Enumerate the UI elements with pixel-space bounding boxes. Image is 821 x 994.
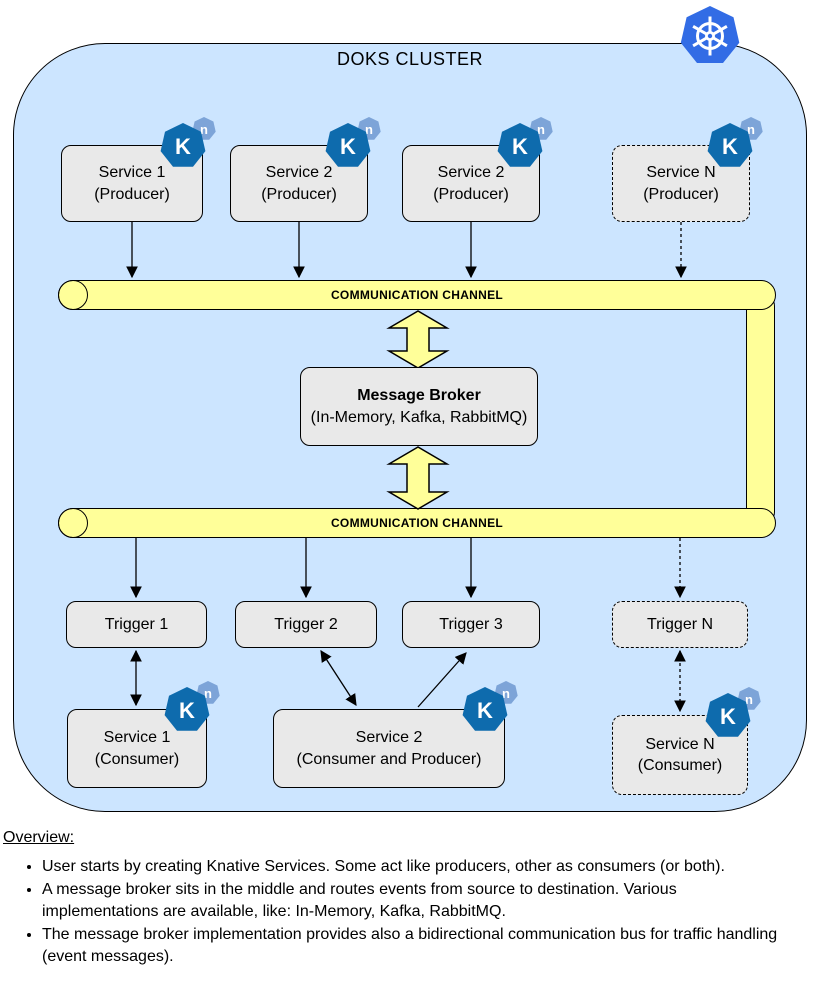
broker-name: Message Broker (357, 387, 481, 405)
bus-vertical-bar (746, 294, 775, 524)
message-broker-box: Message Broker (In-Memory, Kafka, Rabbit… (300, 367, 538, 446)
producer-3-role: (Producer) (433, 185, 509, 203)
trigger-3-label: Trigger 3 (439, 615, 503, 633)
consumer-1-name: Service 1 (103, 729, 171, 747)
producer-n-role: (Producer) (643, 185, 719, 203)
trigger-box-3: Trigger 3 (402, 601, 540, 648)
knative-badge-icon (325, 117, 381, 167)
cluster-title: DOKS CLUSTER (336, 49, 484, 69)
overview-bullet-3: The message broker implementation provid… (42, 924, 794, 968)
producer-box-2: Service 2 (Producer) (230, 145, 368, 222)
trigger-box-n: Trigger N (612, 601, 748, 648)
kubernetes-logo-icon (680, 6, 740, 63)
producer-1-name: Service 1 (98, 164, 166, 182)
consumer-2-name: Service 2 (355, 729, 423, 747)
overview-bullet-1: User starts by creating Knative Services… (42, 856, 794, 878)
knative-badge-icon (707, 117, 763, 167)
overview-bullet-2: A message broker sits in the middle and … (42, 879, 794, 923)
trigger-box-1: Trigger 1 (66, 601, 207, 648)
consumer-2-role: (Consumer and Producer) (296, 750, 482, 768)
trigger-box-2: Trigger 2 (235, 601, 377, 648)
producer-box-n: Service N (Producer) (612, 145, 750, 222)
channel-top-label: COMMUNICATION CHANNEL (330, 288, 504, 302)
knative-badge-icon (164, 681, 220, 731)
consumer-box-2: Service 2 (Consumer and Producer) (273, 709, 505, 788)
consumer-1-role: (Consumer) (94, 750, 180, 768)
knative-badge-icon (705, 687, 761, 737)
channel-bottom-cylinder-cap-icon (58, 508, 88, 538)
producer-2-name: Service 2 (265, 164, 333, 182)
producer-box-3: Service 2 (Producer) (402, 145, 540, 222)
knative-badge-icon (462, 681, 518, 731)
broker-implementations: (In-Memory, Kafka, RabbitMQ) (310, 408, 528, 426)
knative-badge-icon (497, 117, 553, 167)
trigger-2-label: Trigger 2 (274, 615, 338, 633)
channel-bottom-label: COMMUNICATION CHANNEL (330, 516, 504, 530)
consumer-n-role: (Consumer) (637, 757, 723, 774)
communication-channel-top (58, 280, 776, 310)
consumer-n-name: Service N (645, 735, 715, 753)
channel-top-cylinder-cap-icon (58, 280, 88, 310)
knative-badge-icon (160, 117, 216, 167)
overview-heading: Overview: (3, 829, 75, 846)
trigger-1-label: Trigger 1 (104, 615, 169, 633)
producer-3-name: Service 2 (437, 164, 505, 182)
overview-list: User starts by creating Knative Services… (0, 856, 800, 969)
producer-1-role: (Producer) (94, 185, 170, 203)
producer-2-role: (Producer) (261, 185, 337, 203)
producer-n-name: Service N (646, 164, 716, 182)
trigger-n-label: Trigger N (646, 615, 714, 633)
